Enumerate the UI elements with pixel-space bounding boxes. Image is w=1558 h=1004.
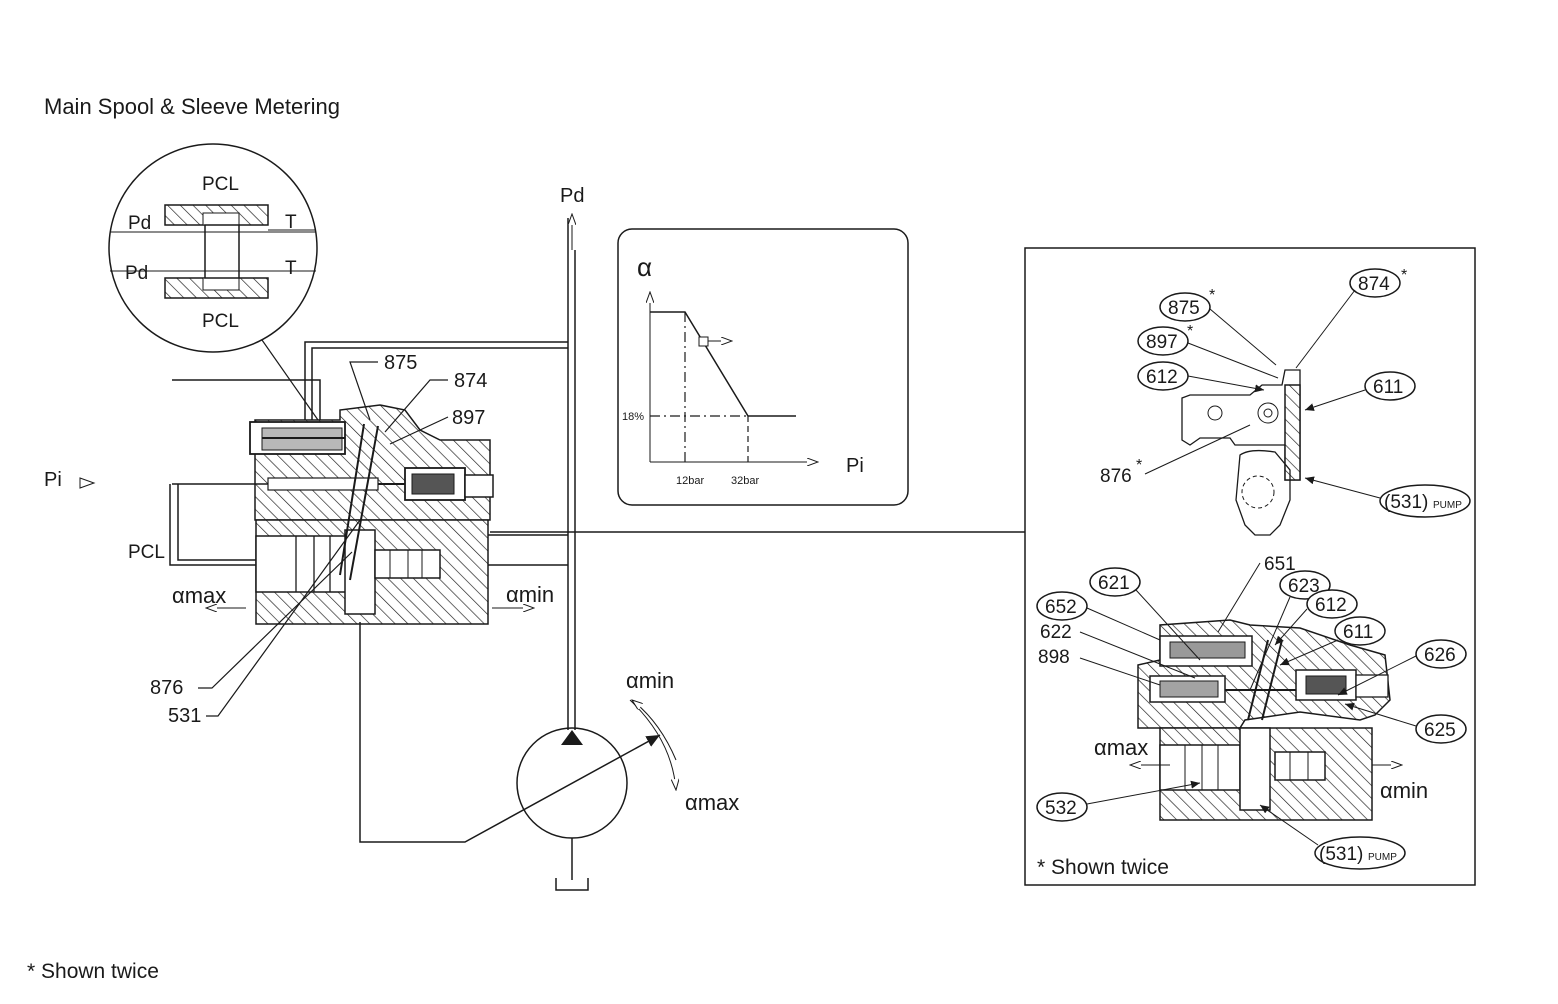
alpha-min-right-label: αmin	[506, 582, 554, 607]
pcl-label: PCL	[128, 542, 165, 563]
rp-callout-531-bottom-sub: PUMP	[1368, 852, 1397, 863]
detail-pcl-bottom: PCL	[202, 311, 239, 332]
pd-label: Pd	[560, 185, 584, 207]
rp-callout-626: 626	[1424, 645, 1456, 666]
svg-text:*: *	[1136, 457, 1142, 474]
detail-pd-top: Pd	[128, 213, 151, 234]
rp-callout-897: 897	[1146, 332, 1178, 353]
graph-x-axis-label: Pi	[846, 455, 864, 477]
rp-callout-651: 651	[1264, 554, 1296, 575]
detail-circle: PCL PCL Pd Pd T T	[108, 143, 319, 421]
top-section-drawing	[1181, 369, 1301, 536]
alpha-max-left-label: αmax	[172, 583, 226, 608]
rp-callout-874: 874	[1358, 274, 1390, 295]
rp-callout-622: 622	[1040, 622, 1072, 643]
pi-arrow-icon	[79, 477, 96, 489]
rp-callout-875: 875	[1168, 298, 1200, 319]
pi-label: Pi	[44, 469, 62, 491]
callout-874: 874	[454, 370, 487, 392]
page-title: Main Spool & Sleeve Metering	[44, 94, 340, 119]
rp-callout-532: 532	[1045, 798, 1077, 819]
callout-875: 875	[384, 352, 417, 374]
callout-897: 897	[452, 407, 485, 429]
rp-callout-611-top: 611	[1373, 377, 1403, 398]
pump-alpha-min-label: αmin	[626, 668, 674, 693]
rp-callout-611-bottom: 611	[1343, 622, 1373, 643]
rp-callout-621: 621	[1098, 573, 1130, 594]
svg-text:*: *	[1209, 287, 1215, 304]
rp-callout-531-bottom: (531)	[1319, 844, 1363, 865]
detail-t-top: T	[285, 212, 297, 233]
callout-876: 876	[150, 677, 183, 699]
rp-callout-876: 876	[1100, 466, 1132, 487]
rp-callout-625: 625	[1424, 720, 1456, 741]
rp-note: * Shown twice	[1037, 856, 1169, 879]
control-graph: α Pi 18% 12bar 32bar	[617, 228, 909, 506]
graph-y-tick-18: 18%	[622, 411, 644, 423]
footnote: * Shown twice	[27, 960, 159, 983]
rp-alpha-max-label: αmax	[1094, 735, 1148, 760]
graph-y-axis-label: α	[637, 252, 652, 282]
callout-531: 531	[168, 705, 201, 727]
regulator-assembly	[169, 341, 1025, 843]
pump-alpha-max-label: αmax	[685, 790, 739, 815]
rp-callout-531-top-sub: PUMP	[1433, 500, 1462, 511]
bottom-section-drawing	[1137, 619, 1391, 821]
rp-callout-612-bottom: 612	[1315, 595, 1347, 616]
graph-x-tick-32bar: 32bar	[731, 475, 759, 487]
graph-x-tick-12bar: 12bar	[676, 475, 704, 487]
rp-callout-623: 623	[1288, 576, 1320, 597]
rp-alpha-min-label: αmin	[1380, 778, 1428, 803]
rp-callout-898: 898	[1038, 647, 1070, 668]
rp-callout-531-top: (531)	[1384, 492, 1428, 513]
detail-pd-bottom: Pd	[125, 263, 148, 284]
rp-callout-612-top: 612	[1146, 367, 1178, 388]
detail-pcl-top: PCL	[202, 174, 239, 195]
right-detail-panel: 875 * 874 * 897 * 612 611 876 * (531) PU…	[1024, 247, 1476, 886]
svg-text:*: *	[1401, 267, 1407, 284]
pump-symbol: αmin αmax	[516, 668, 739, 891]
left-callouts: 875 874 897 876 531	[150, 352, 487, 727]
rp-callout-652: 652	[1045, 597, 1077, 618]
svg-text:*: *	[1187, 323, 1193, 340]
detail-t-bottom: T	[285, 258, 297, 279]
